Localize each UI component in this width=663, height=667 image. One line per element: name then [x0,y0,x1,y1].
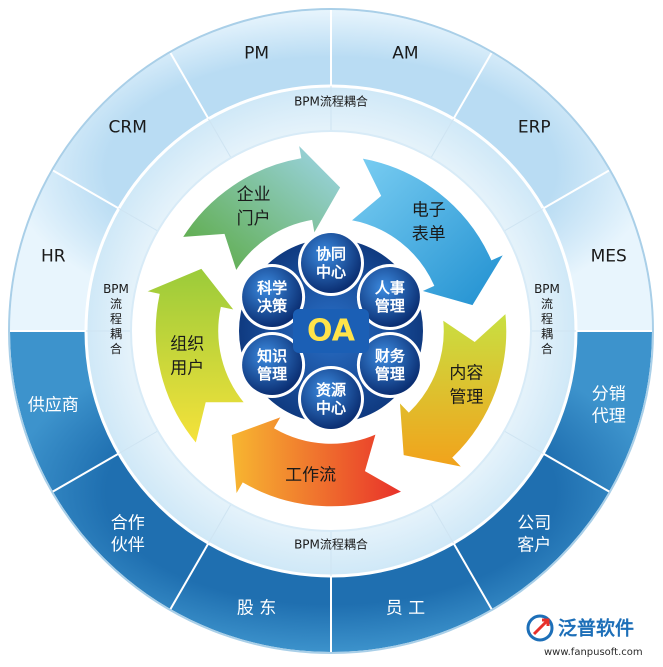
module-hr-management-label: 人事管理 [375,279,405,315]
segment-crm: CRM [109,118,147,138]
brand-logo-icon [526,614,554,642]
segment-partner: 合作伙伴 [111,513,145,555]
outer-divider [542,452,611,493]
arrow-enterprise-portal-label: 企业门户 [237,185,271,229]
brand-url: www.fanpusoft.com [544,647,643,658]
module-resource-center [301,369,361,429]
bpm-label-bottom: BPM流程耦合 [294,537,368,552]
middle-divider [430,118,454,159]
module-finance-management-label: 财务管理 [375,347,406,383]
oa-center-label: OA [307,314,356,349]
outer-divider [169,51,210,120]
middle-divider [430,503,454,544]
outer-divider [51,452,120,493]
outer-divider [452,542,493,611]
segment-company-customer: 公司客户 [517,513,551,555]
segment-shareholder: 股 东 [237,599,276,619]
arrow-electronic-form-label: 电子表单 [412,201,446,245]
arrow-enterprise-portal [180,141,342,274]
arrow-workflow-label: 工作流 [285,466,336,486]
middle-divider [503,208,544,232]
segment-supplier: 供应商 [28,395,79,415]
outer-border [8,8,654,654]
bpm-label-top: BPM流程耦合 [294,94,368,109]
module-resource-center-label: 资源中心 [316,381,346,417]
module-finance-management [359,335,420,395]
module-hr-management [359,267,420,327]
middle-divider [208,118,232,159]
segment-pm: PM [244,43,269,63]
outer-divider [169,542,210,611]
middle-divider [118,208,159,232]
middle-divider [118,430,159,454]
oa-center-badge [293,309,369,353]
arrow-content-management-label: 内容管理 [449,364,483,408]
brand-logo-arrow [532,618,550,636]
arrow-electronic-form [348,156,507,307]
module-collaboration-center-label: 协同中心 [316,245,346,281]
arrow-organization-users [142,266,247,446]
outer-divider [452,51,493,120]
segment-mes: MES [591,247,627,267]
segment-erp: ERP [518,118,551,138]
segment-distribution-agent: 分销代理 [592,384,626,426]
segment-am: AM [392,43,418,63]
brand-name: 泛普软件 [558,617,634,640]
middle-divider [208,503,232,544]
arrow-organization-users-label: 组织用户 [170,334,204,378]
outer-divider [542,169,611,210]
module-knowledge-management-label: 知识管理 [257,347,287,383]
module-collaboration-center [301,233,361,293]
module-knowledge-management [242,335,303,395]
module-decision-support-label: 科学决策 [257,279,288,315]
module-decision-support [242,267,303,327]
segment-employee: 员 工 [386,599,425,619]
brand-logo: 泛普软件 www.fanpusoft.com [526,614,643,658]
middle-divider [503,430,544,454]
arrow-workflow [230,414,405,508]
segment-hr: HR [41,247,66,267]
outer-divider [51,169,120,210]
arrow-content-management [398,311,508,469]
